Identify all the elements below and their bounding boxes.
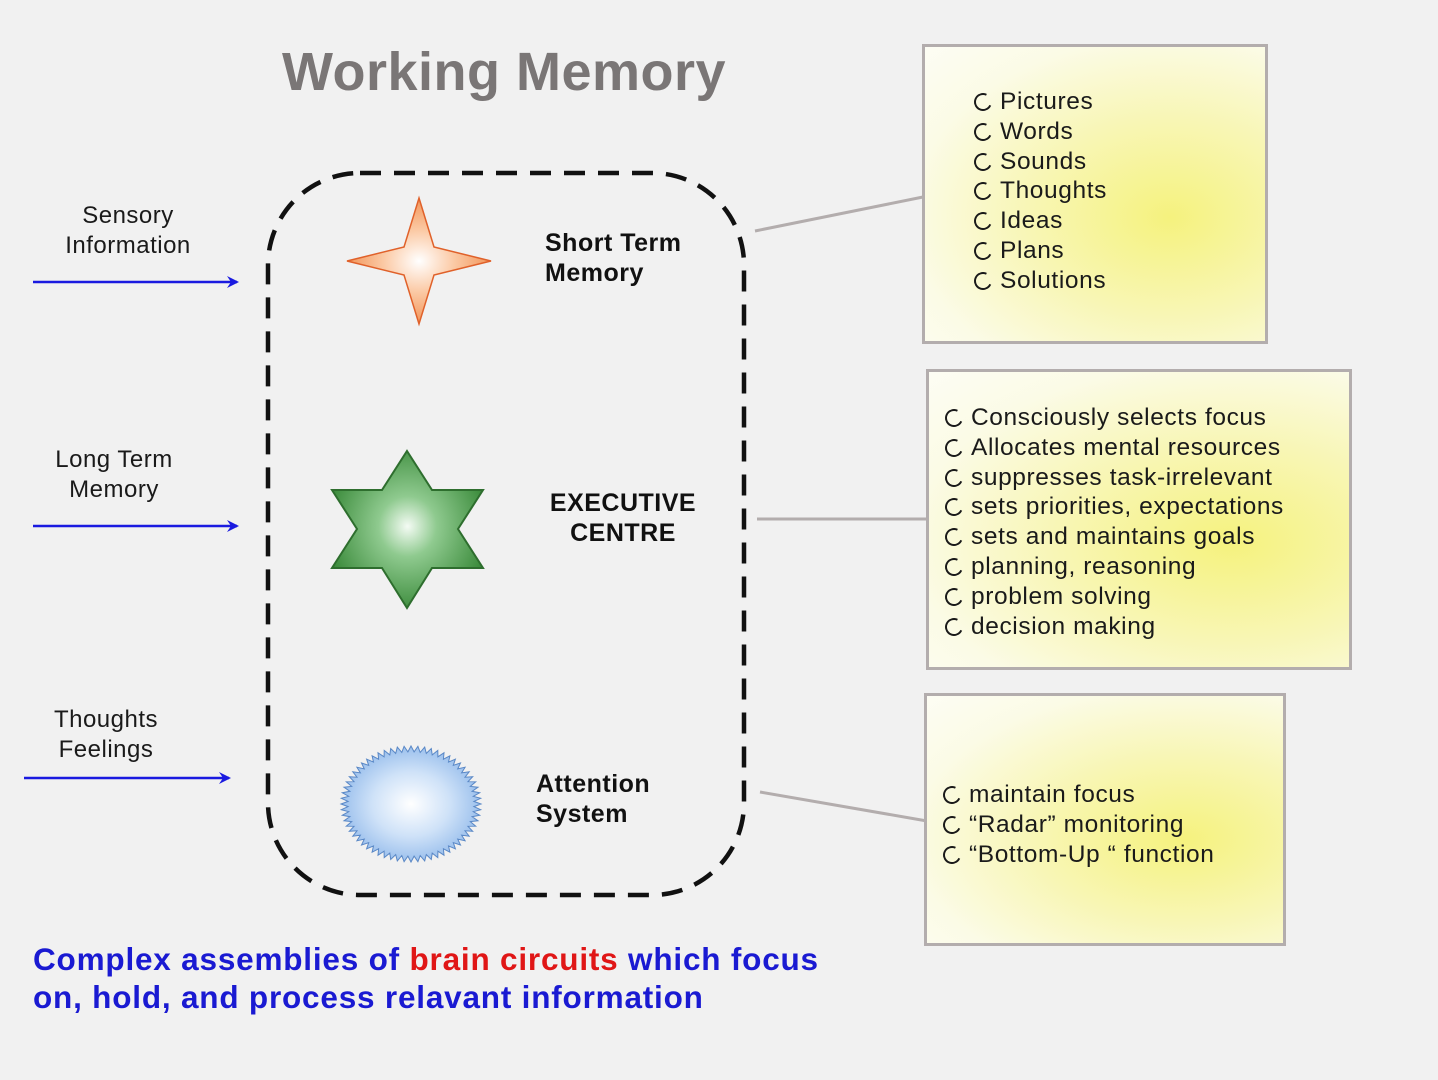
circle-bullet-icon <box>971 269 995 293</box>
list-item: problem solving <box>942 582 1284 612</box>
list-item-text: Pictures <box>1000 88 1094 115</box>
list-item-text: sets and maintains goals <box>971 523 1256 551</box>
attention-info-box: maintain focus “Radar” monitoring “Botto… <box>924 693 1286 946</box>
list-item: decision making <box>942 612 1284 642</box>
starburst-ellipse-icon <box>339 744 483 864</box>
list-item: Ideas <box>971 206 1107 236</box>
list-item-text: Solutions <box>1000 266 1107 294</box>
list-item: Pictures <box>971 87 1107 117</box>
list-item: suppresses task-irrelevant <box>942 463 1284 493</box>
list-item-text: maintain focus <box>969 781 1136 808</box>
list-item-text: Words <box>1000 117 1074 145</box>
list-item-text: Plans <box>1000 236 1065 264</box>
circle-bullet-icon <box>971 209 995 233</box>
list-item: maintain focus <box>940 780 1214 810</box>
circle-bullet-icon <box>971 179 995 203</box>
label-short-term-memory: Short Term Memory <box>545 228 682 288</box>
input-thoughts-line1: Thoughts <box>53 706 159 733</box>
executive-line2: CENTRE <box>570 519 676 547</box>
list-item: Thoughts <box>971 176 1107 206</box>
input-long-term-line2: Memory <box>69 476 159 503</box>
list-item: Solutions <box>971 266 1107 296</box>
input-long-term-line1: Long Term <box>55 446 173 473</box>
input-label-long-term: Long Term Memory <box>43 445 185 505</box>
circle-bullet-icon <box>942 615 966 639</box>
short-term-info-box: Pictures Words Sounds Thoughts Ideas Pla… <box>922 44 1268 344</box>
circle-bullet-icon <box>942 525 966 549</box>
short-term-line2: Memory <box>545 259 644 287</box>
list-item-text: decision making <box>971 612 1156 640</box>
list-item-text: suppresses task-irrelevant <box>971 463 1273 491</box>
six-point-star-icon <box>330 449 485 610</box>
connector-attention <box>759 790 928 823</box>
input-label-sensory: Sensory Information <box>57 201 199 261</box>
attention-list: maintain focus “Radar” monitoring “Botto… <box>940 780 1215 870</box>
connector-short-term <box>754 195 924 233</box>
attention-line1: Attention <box>536 770 651 798</box>
circle-bullet-icon <box>940 843 964 867</box>
executive-line1: EXECUTIVE <box>549 489 697 517</box>
input-thoughts-line2: Feelings <box>58 736 154 763</box>
executive-info-box: Consciously selects focus Allocates ment… <box>926 369 1352 670</box>
list-item: “Radar” monitoring <box>940 810 1214 840</box>
circle-bullet-icon <box>971 150 995 174</box>
circle-bullet-icon <box>942 436 966 460</box>
list-item: Allocates mental resources <box>942 433 1284 463</box>
four-point-star-icon <box>346 195 492 327</box>
circle-bullet-icon <box>942 555 966 579</box>
list-item-text: Thoughts <box>1000 177 1107 205</box>
list-item-text: “Bottom-Up “ function <box>969 840 1215 868</box>
list-item-text: sets priorities, expectations <box>971 493 1284 521</box>
short-term-list: Pictures Words Sounds Thoughts Ideas Pla… <box>971 87 1107 296</box>
list-item: Plans <box>971 236 1107 266</box>
footer-line-1: Complex assemblies of brain circuits whi… <box>33 940 819 978</box>
list-item: sets and maintains goals <box>942 522 1284 552</box>
circle-bullet-icon <box>942 466 966 490</box>
label-executive-centre: EXECUTIVE CENTRE <box>537 488 709 548</box>
list-item-text: planning, reasoning <box>971 552 1197 580</box>
list-item: “Bottom-Up “ function <box>940 840 1215 870</box>
footer-text-end: which focus <box>618 941 819 977</box>
attention-line2: System <box>536 800 628 828</box>
footer-line-2: on, hold, and process relavant informati… <box>33 979 704 1015</box>
list-item-text: Ideas <box>1000 207 1063 235</box>
list-item: planning, reasoning <box>942 552 1284 582</box>
executive-list: Consciously selects focus Allocates ment… <box>942 403 1284 642</box>
list-item: Sounds <box>971 147 1107 177</box>
circle-bullet-icon <box>971 120 995 144</box>
footer-highlight: brain circuits <box>409 941 619 977</box>
working-memory-container <box>265 170 747 898</box>
circle-bullet-icon <box>940 783 964 807</box>
circle-bullet-icon <box>942 495 966 519</box>
circle-bullet-icon <box>942 585 966 609</box>
circle-bullet-icon <box>971 90 995 114</box>
list-item-text: Allocates mental resources <box>971 433 1281 461</box>
circle-bullet-icon <box>971 239 995 263</box>
list-item: Words <box>971 117 1107 147</box>
short-term-line1: Short Term <box>545 229 682 257</box>
footer-caption: Complex assemblies of brain circuits whi… <box>33 940 819 1016</box>
list-item: Consciously selects focus <box>942 403 1284 433</box>
circle-bullet-icon <box>940 813 964 837</box>
list-item-text: “Radar” monitoring <box>969 810 1185 838</box>
footer-text-start: Complex assemblies of <box>33 941 410 977</box>
circle-bullet-icon <box>942 406 966 430</box>
list-item-text: problem solving <box>971 582 1152 610</box>
input-sensory-line1: Sensory <box>82 202 174 229</box>
label-attention-system: Attention System <box>536 769 650 829</box>
input-label-thoughts: Thoughts Feelings <box>35 705 177 765</box>
diagram-title: Working Memory <box>282 42 727 102</box>
list-item-text: Consciously selects focus <box>971 404 1267 431</box>
list-item: sets priorities, expectations <box>942 492 1284 522</box>
input-sensory-line2: Information <box>65 232 191 259</box>
list-item-text: Sounds <box>1000 147 1087 175</box>
